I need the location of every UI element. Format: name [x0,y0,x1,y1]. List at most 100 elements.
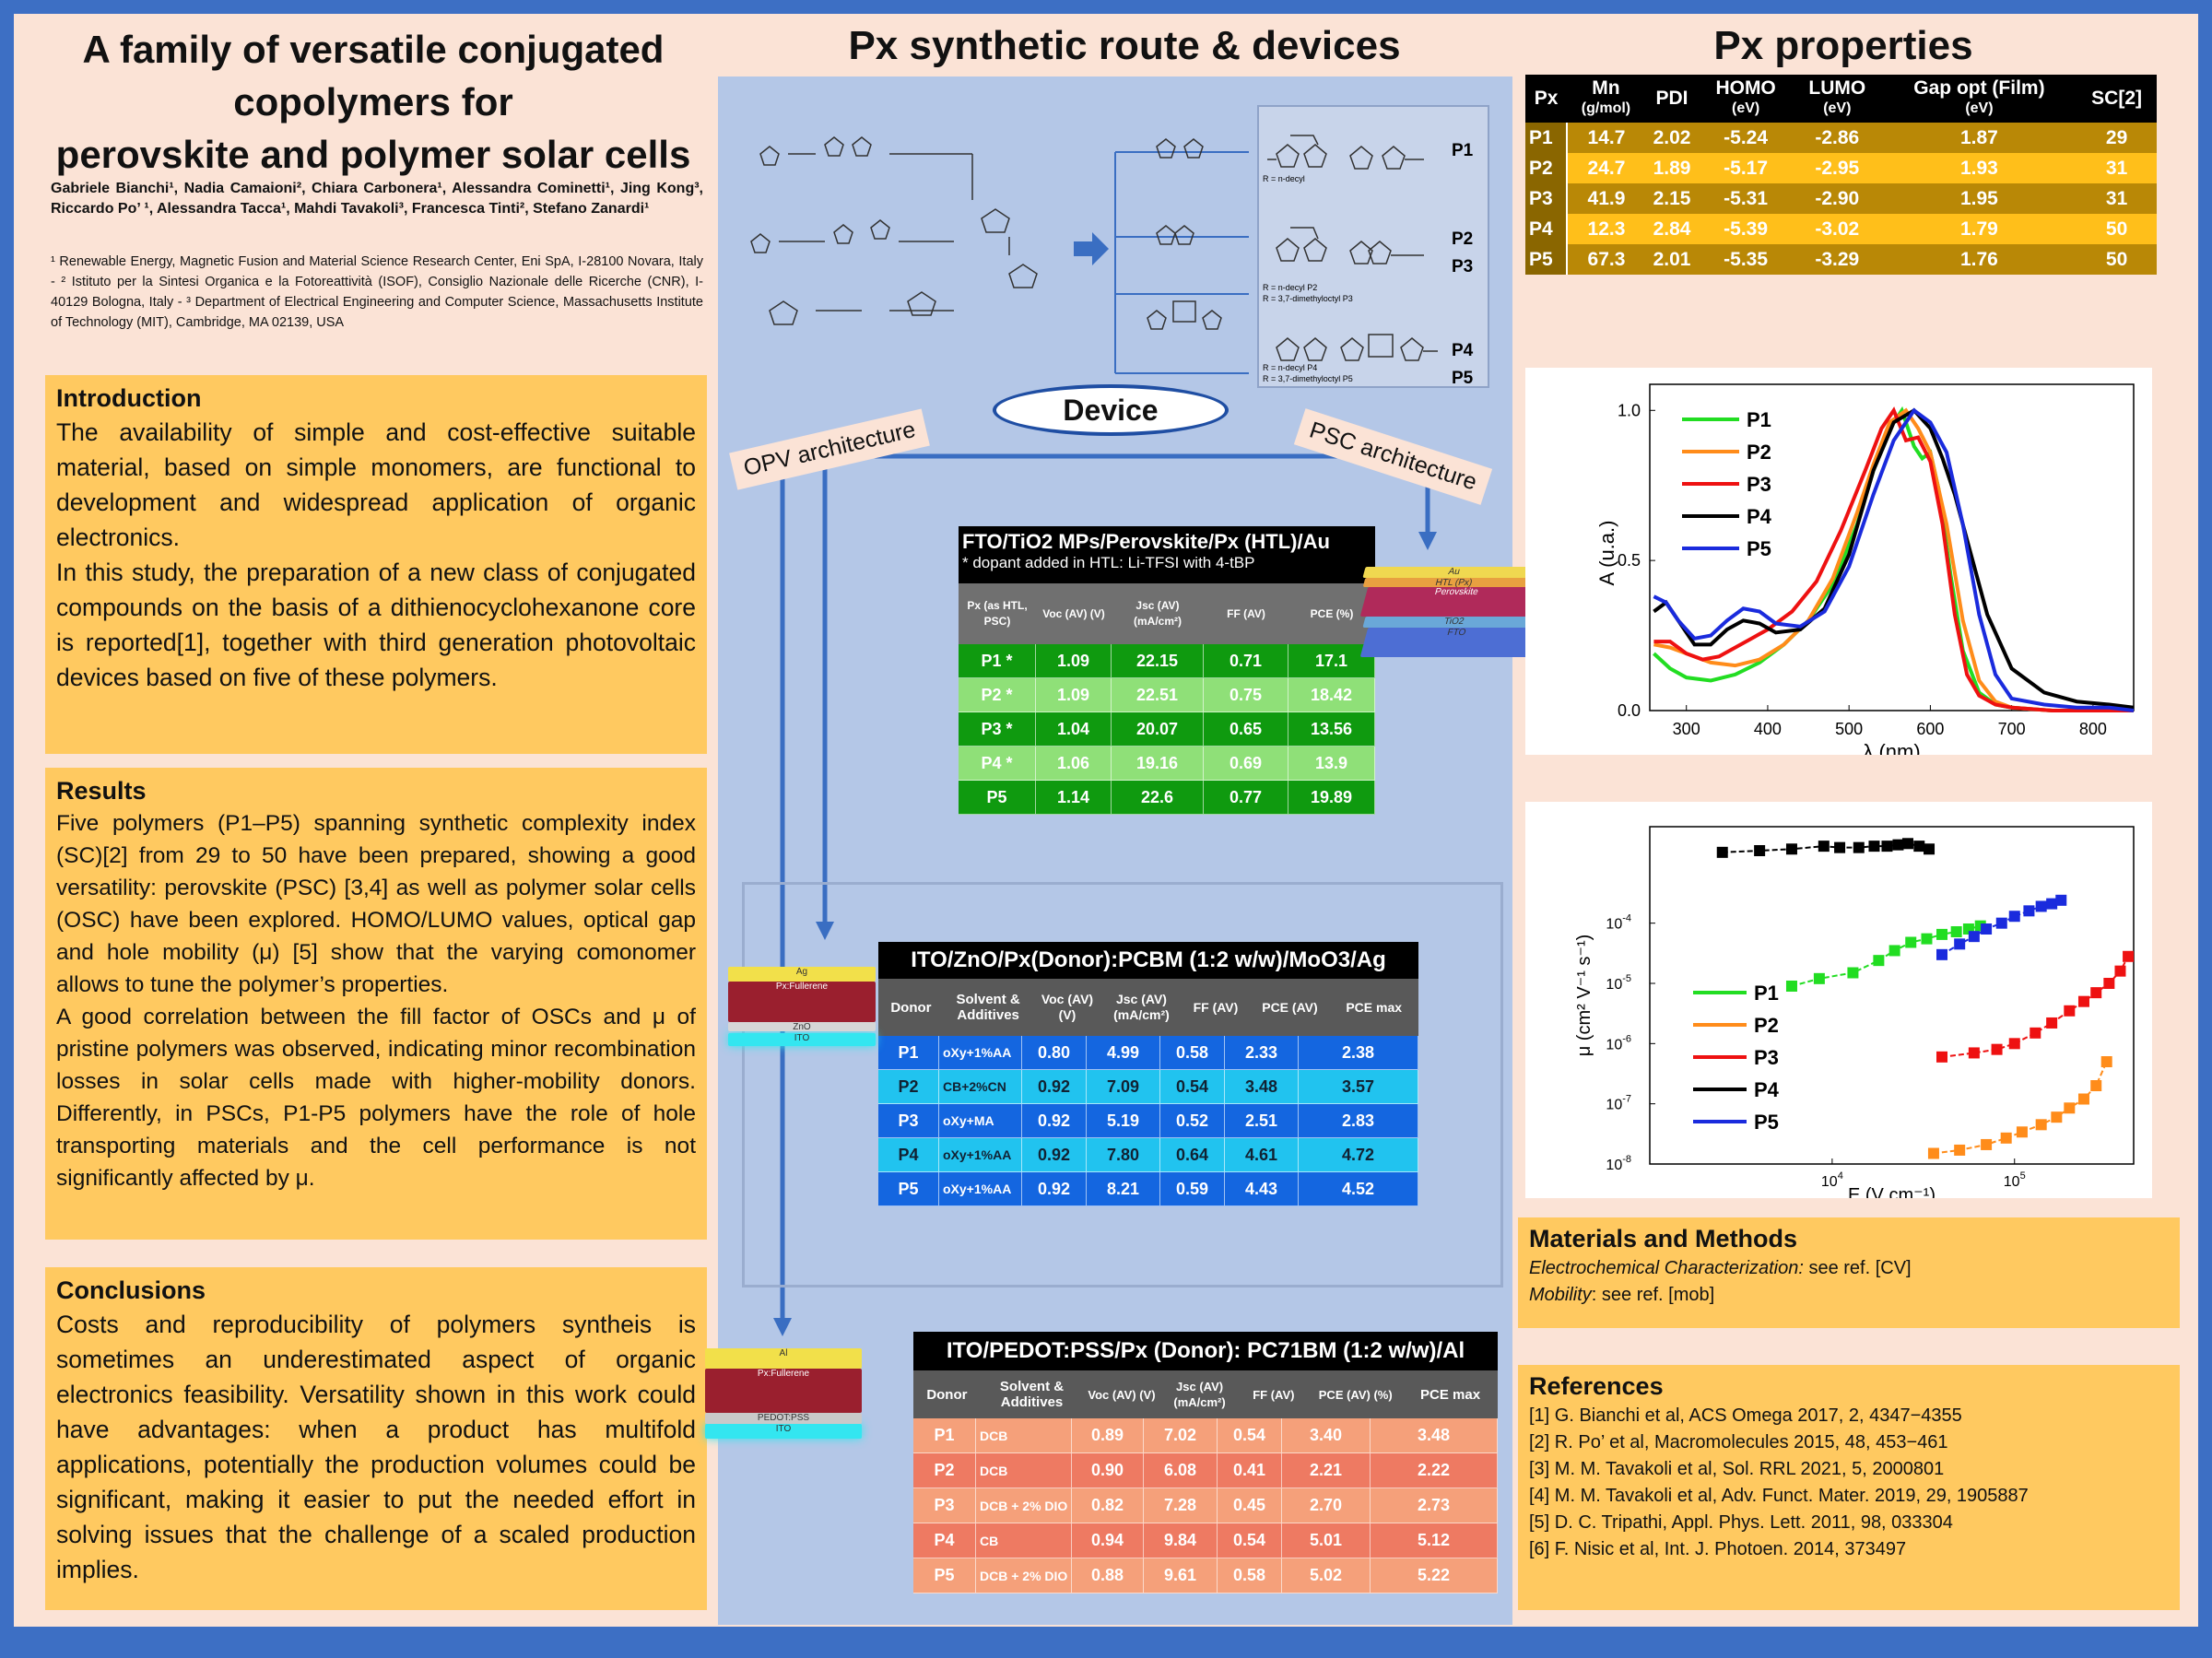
mobility-plot-frame [1649,826,2135,1165]
right-title: Px properties [1713,23,1973,68]
absorption-series-p2 [1653,407,2134,712]
properties-cell: 1.95 [1881,183,2077,214]
table-cell: P4 [913,1523,976,1558]
y-tick-label: 0.5 [1618,551,1641,570]
y-tick-label: 0.0 [1618,701,1641,720]
mobility-point [1853,841,1865,853]
table-cell: 0.54 [1218,1418,1282,1453]
opv1-table: Donor Solvent & Additives Voc (AV) (V) J… [878,979,1418,1036]
mobility-point [1888,945,1900,957]
y-tick-label: 10-8 [1606,1154,1631,1173]
mobility-point [1868,841,1880,853]
table-cell: 0.89 [1072,1418,1144,1453]
results-text-2: A good correlation between the fill fact… [56,1005,696,1191]
table-cell: 0.75 [1204,678,1288,712]
results-heading: Results [56,777,147,805]
table-cell: P5 [878,1172,939,1206]
table-cell: 4.61 [1225,1138,1299,1172]
x-axis-label: λ (nm) [1863,740,1920,755]
introduction-box: Introduction The availability of simple … [45,375,707,754]
table-cell: 13.56 [1288,712,1375,747]
psc-table-header: Px (as HTL, PSC) Voc (AV) (V) Jsc (AV) (… [959,583,1375,644]
introduction-heading: Introduction [56,384,202,412]
mobility-point [2035,1119,2047,1131]
table-cell: 2.83 [1299,1104,1418,1138]
mobility-point [2016,1126,2028,1138]
affiliations: ¹ Renewable Energy, Magnetic Fusion and … [51,254,703,330]
y-axis-label: A (u.a.) [1595,521,1618,586]
legend-label: P2 [1747,441,1771,464]
table-cell: 18.42 [1288,678,1375,712]
table-cell: 0.92 [1022,1070,1087,1104]
properties-cell: -2.86 [1792,123,1882,153]
mobility-point [2051,1111,2063,1123]
opv1-frame [742,882,1503,1288]
table-cell: 0.94 [1072,1523,1144,1558]
table-cell: oXy+1%AA [939,1138,1022,1172]
x-tick-label: 104 [1821,1170,1843,1190]
properties-header-cell: Px [1525,75,1568,123]
psc-caption: FTO/TiO2 MPs/Perovskite/Px (HTL)/Au * do… [959,526,1375,604]
mobility-point [1981,1138,1993,1150]
properties-cell: 1.76 [1881,244,2077,275]
table-cell: 8.21 [1087,1172,1160,1206]
y-tick-label: 10-5 [1606,973,1631,993]
legend-label: P3 [1747,473,1771,496]
psc-table: Px (as HTL, PSC) Voc (AV) (V) Jsc (AV) (… [959,583,1375,644]
table-cell: 2.73 [1371,1488,1498,1523]
scheme-note-3: R = 3,7-dimethyloctyl P3 [1263,294,1353,303]
properties-cell: 41.9 [1567,183,1645,214]
mobility-series-p2 [1933,1061,2108,1155]
scheme-note-5: R = 3,7-dimethyloctyl P5 [1263,374,1353,383]
table-cell: 1.06 [1036,747,1112,781]
mobility-point [1936,948,1948,960]
table-cell: CB+2%CN [939,1070,1022,1104]
properties-header-cell: SC[2] [2077,75,2157,123]
legend-label: P5 [1747,537,1771,560]
table-cell: 4.52 [1299,1172,1418,1206]
properties-cell: -5.24 [1699,123,1793,153]
mobility-point [1936,928,1948,940]
mobility-point [2008,1038,2020,1050]
table-cell: 9.84 [1144,1523,1218,1558]
properties-header-cell: LUMO(eV) [1792,75,1882,123]
opv2-table-header: Donor Solvent & Additives Voc (AV) (V) J… [913,1370,1498,1418]
introduction-text-2: In this study, the preparation of a new … [56,559,696,691]
legend-label: P4 [1754,1078,1780,1101]
x-tick-label: 400 [1754,720,1782,738]
mobility-point [2000,1132,2012,1144]
materials-methods-heading: Materials and Methods [1529,1225,1798,1252]
table-cell: 2.33 [1225,1036,1299,1070]
mobility-point [1905,936,1917,948]
properties-header-cell: Mn(g/mol) [1567,75,1645,123]
mobility-point [1813,972,1825,984]
mobility-point [1754,844,1766,856]
conclusions-text: Costs and reproducibility of polymers sy… [56,1311,696,1583]
table-cell: 4.99 [1087,1036,1160,1070]
mobility-point [1927,1147,1939,1159]
table-cell: 4.43 [1225,1172,1299,1206]
table-cell: P5 [913,1558,976,1593]
y-tick-label: 10-6 [1606,1033,1631,1052]
mobility-point [2100,1056,2112,1068]
mobility-point [2064,1102,2076,1114]
table-cell: 2.70 [1282,1488,1371,1523]
table-cell: DCB [976,1453,1072,1488]
mobility-point [2023,905,2035,917]
mobility-point [1716,846,1728,858]
opv2-caption: ITO/PEDOT:PSS/Px (Donor): PC71BM (1:2 w/… [913,1332,1498,1370]
table-cell: 5.19 [1087,1104,1160,1138]
mobility-point [1785,980,1797,992]
reference-6: [6] F. Nisic et al, Int. J. Photoen. 201… [1529,1539,1907,1559]
